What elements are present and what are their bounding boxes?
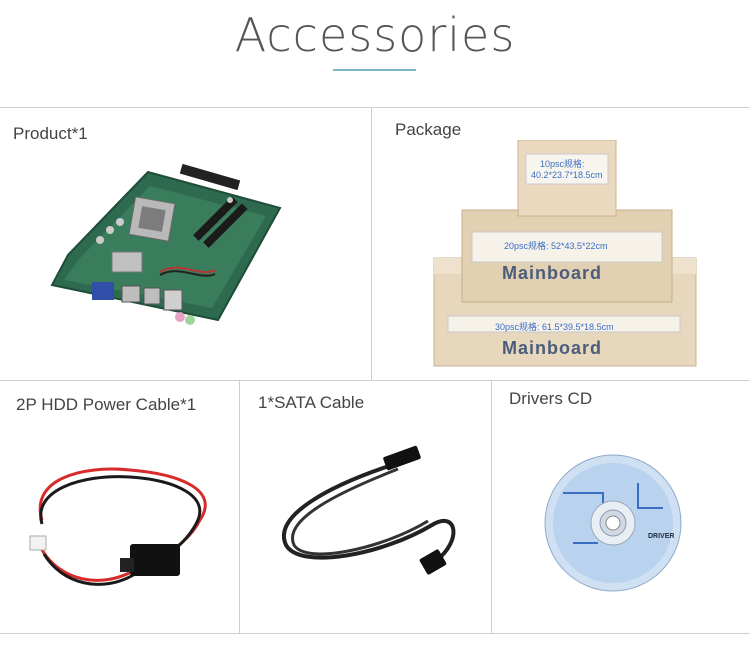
box-large-brand: Mainboard [502, 338, 603, 358]
drivers-cd-label: Drivers CD [509, 389, 593, 408]
box-small-spec-line1: 10psc规格: [540, 159, 585, 169]
grid-divider-top [371, 107, 372, 380]
grid-line-top [0, 107, 750, 108]
motherboard-image [50, 163, 282, 325]
sata-cable-label: 1*SATA Cable [258, 393, 365, 412]
power-cable-label: 2P HDD Power Cable*1 [16, 395, 197, 414]
product-label: Product*1 [13, 124, 88, 143]
grid-divider-bottom-left [239, 380, 240, 633]
cd-disc-text: DRIVER [648, 533, 675, 540]
grid-line-middle [0, 380, 750, 381]
power-cable-image [29, 467, 207, 586]
grid-divider-bottom-right [491, 380, 492, 633]
box-mid-spec: 20psc规格: 52*43.5*22cm [504, 241, 608, 251]
box-large-spec: 30psc规格: 61.5*39.5*18.5cm [495, 322, 614, 332]
page-title: Accessories [234, 8, 516, 62]
package-label: Package [395, 120, 462, 139]
sata-cable-image [282, 445, 456, 575]
package-boxes-image [433, 140, 697, 367]
grid-line-bottom [0, 633, 750, 634]
title-underline [333, 69, 416, 71]
drivers-cd-image [544, 454, 682, 592]
box-mid-brand: Mainboard [502, 263, 603, 283]
box-small-spec-line2: 40.2*23.7*18.5cm [531, 170, 603, 180]
